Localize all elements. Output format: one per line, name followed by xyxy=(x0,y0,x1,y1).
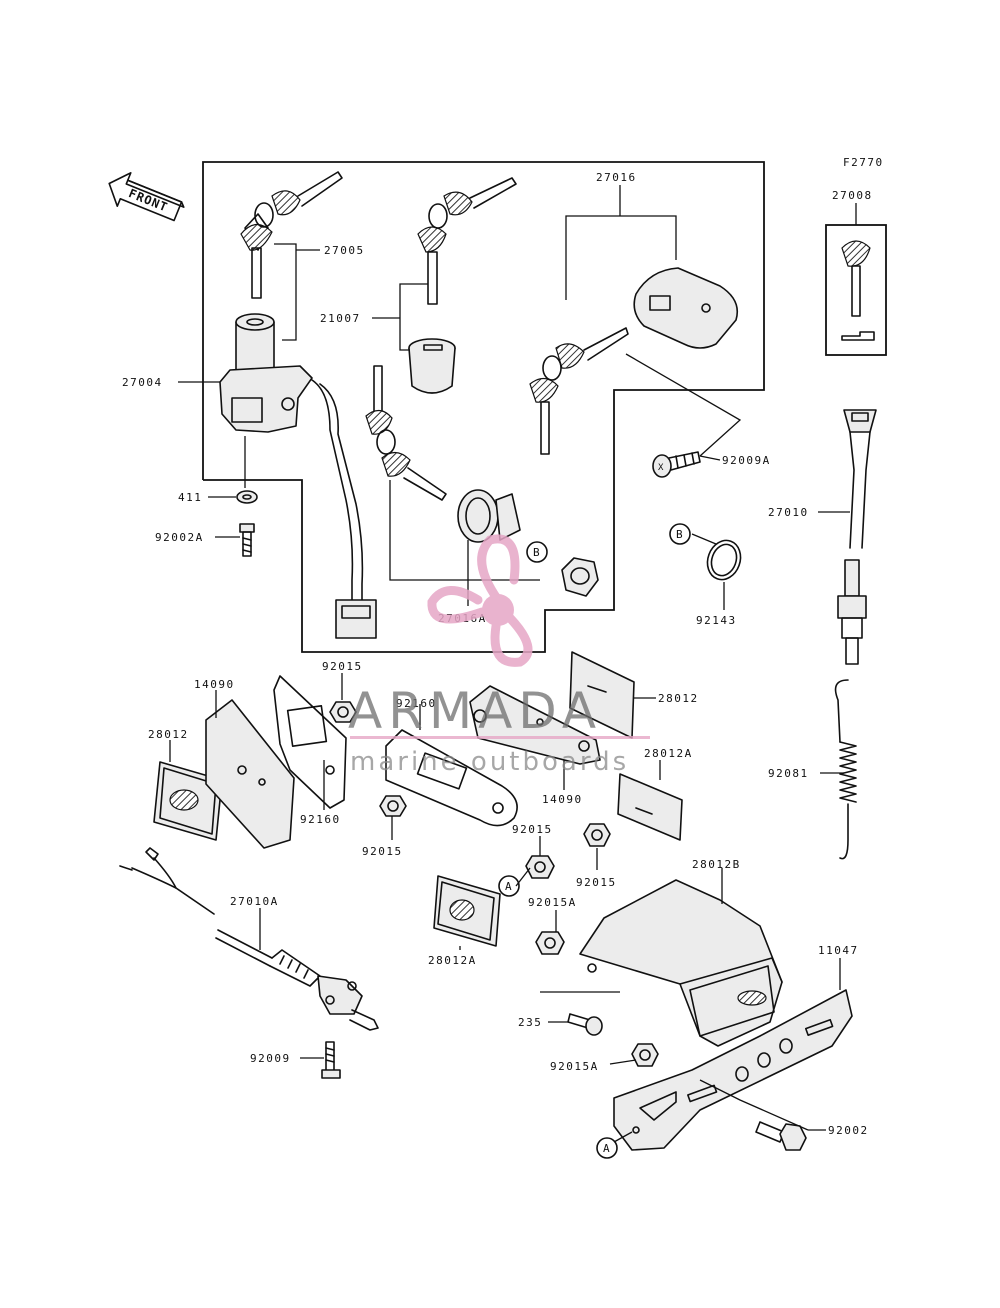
ref-circle-a-1: A xyxy=(498,875,520,897)
ref-circle-b-2: B xyxy=(669,523,691,545)
switch-27010 xyxy=(837,409,877,665)
label-14090-left: 14090 xyxy=(194,678,235,691)
label-92015-c: 92015 xyxy=(362,845,403,858)
svg-text:B: B xyxy=(533,546,541,559)
label-27008: 27008 xyxy=(832,189,873,202)
label-92143: 92143 xyxy=(696,614,737,627)
lock-cylinder-21007 xyxy=(408,338,456,394)
label-92009: 92009 xyxy=(250,1052,291,1065)
reflector-28012A-right xyxy=(617,773,683,841)
nut-92015-c xyxy=(583,823,611,847)
bracket-14090-left xyxy=(205,699,295,849)
reflector-28012A-bottom xyxy=(433,875,501,947)
nut-92015A-a xyxy=(535,931,565,955)
label-411: 411 xyxy=(178,491,202,504)
label-92015-d: 92015 xyxy=(576,876,617,889)
watermark-brand: ARMADA xyxy=(348,682,602,740)
ignition-switch-27004 xyxy=(219,313,377,639)
plate-92160-right xyxy=(385,729,518,827)
screw-92002A xyxy=(239,523,255,557)
svg-text:X: X xyxy=(658,463,665,473)
spare-key-27008 xyxy=(825,224,887,356)
svg-text:A: A xyxy=(603,1142,611,1155)
screw-235 xyxy=(567,1013,603,1036)
label-27016: 27016 xyxy=(596,171,637,184)
label-27004: 27004 xyxy=(122,376,163,389)
label-27010: 27010 xyxy=(768,506,809,519)
figure-code: F2770 xyxy=(843,156,884,169)
nut-92015-d xyxy=(525,855,555,879)
nut-92015-a xyxy=(329,701,357,723)
screw-92009 xyxy=(321,1041,341,1079)
front-arrow-icon: FRONT xyxy=(108,172,185,222)
key-set-27016 xyxy=(529,327,629,455)
ref-circle-a-2: A xyxy=(596,1137,618,1159)
label-14090-right: 14090 xyxy=(542,793,583,806)
bolt-92002 xyxy=(755,1121,807,1151)
watermark-underline xyxy=(350,736,650,739)
label-92015A-b: 92015A xyxy=(550,1060,599,1073)
screw-92009A: X xyxy=(652,451,701,478)
label-27010A: 27010A xyxy=(230,895,279,908)
label-92015A-a: 92015A xyxy=(528,896,577,909)
label-92009A: 92009A xyxy=(722,454,771,467)
nut-92015-b xyxy=(379,795,407,817)
lock-case-27016 xyxy=(633,267,739,349)
plate-92160-left xyxy=(273,675,347,809)
reflector-28012-left xyxy=(153,761,223,841)
label-92002: 92002 xyxy=(828,1124,869,1137)
watermark-logo xyxy=(427,534,533,667)
seat-lock-27016A xyxy=(457,489,599,597)
svg-text:B: B xyxy=(676,528,684,541)
label-92160-right: 92160 xyxy=(396,697,437,710)
nut-92015A-b xyxy=(631,1043,659,1067)
label-27005: 27005 xyxy=(324,244,365,257)
label-235: 235 xyxy=(518,1016,542,1029)
key-set-21007 xyxy=(417,177,517,305)
washer-411 xyxy=(236,490,258,504)
ref-circle-b-1: B xyxy=(526,541,548,563)
set-frame xyxy=(202,161,765,653)
license-lamp-28012B xyxy=(579,879,783,1047)
label-92015-b: 92015 xyxy=(512,823,553,836)
key-set-seat-lock xyxy=(365,365,447,501)
propeller-icon xyxy=(427,534,533,667)
rear-switch-27010A xyxy=(119,847,379,1031)
label-92160-left: 92160 xyxy=(300,813,341,826)
spring-92081 xyxy=(834,679,857,860)
label-28012B: 28012B xyxy=(692,858,741,871)
label-92002A: 92002A xyxy=(155,531,204,544)
oring-92143 xyxy=(706,539,742,581)
label-21007: 21007 xyxy=(320,312,361,325)
bracket-11047 xyxy=(613,989,853,1151)
label-92081: 92081 xyxy=(768,767,809,780)
svg-text:A: A xyxy=(505,880,513,893)
watermark-tagline: marine outboards xyxy=(350,747,629,777)
label-92015-a: 92015 xyxy=(322,660,363,673)
label-28012A-bottom: 28012A xyxy=(428,954,477,967)
key-set-27005 xyxy=(240,171,343,299)
label-28012-left: 28012 xyxy=(148,728,189,741)
label-28012-right: 28012 xyxy=(658,692,699,705)
label-11047: 11047 xyxy=(818,944,859,957)
label-28012A-right: 28012A xyxy=(644,747,693,760)
